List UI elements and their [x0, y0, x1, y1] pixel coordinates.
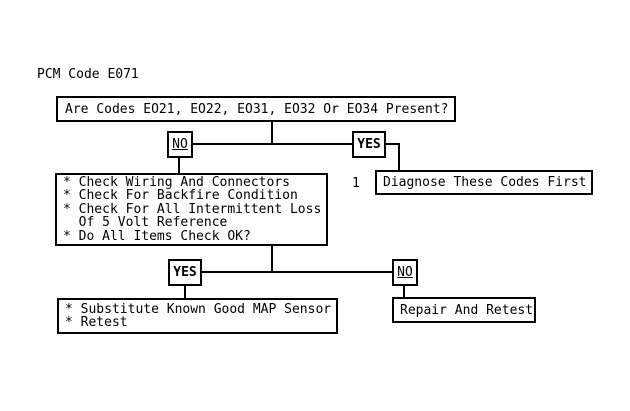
repair-box: Repair And Retest [392, 297, 536, 323]
connector-yes-stub [386, 143, 400, 145]
diagnose-ref-number: 1 [352, 176, 360, 191]
decision-no-top-label: NO [172, 137, 188, 152]
substitute-line: * Substitute Known Good MAP Sensor [65, 301, 332, 317]
decision-no-bottom-label: NO [397, 265, 413, 280]
checklist-line: * Check For All Intermittent Loss [63, 201, 322, 217]
checklist-box: * Check Wiring And Connectors * Check Fo… [55, 173, 328, 246]
checklist-line: * Do All Items Check OK? [63, 228, 251, 244]
diagnose-box: Diagnose These Codes First [375, 170, 593, 195]
connector-no-drop [178, 158, 180, 173]
connector-checklist-drop [271, 246, 273, 272]
repair-box-text: Repair And Retest [400, 302, 534, 318]
connector-yes-bottom-drop [184, 286, 186, 298]
decision-yes-bottom-label: YES [173, 265, 197, 280]
decision-no-top: NO [167, 131, 193, 158]
decision-yes-bottom: YES [168, 259, 202, 286]
question-box-text: Are Codes EO21, EO22, EO31, EO32 Or EO34… [65, 101, 449, 117]
checklist-line: * Check Wiring And Connectors [63, 174, 290, 190]
connector-question-drop [271, 122, 273, 144]
decision-yes-top-label: YES [357, 137, 381, 152]
connector-top-horizontal [193, 143, 352, 145]
checklist-line: Of 5 Volt Reference [63, 215, 228, 231]
substitute-box: * Substitute Known Good MAP Sensor * Ret… [57, 298, 338, 334]
connector-yes-drop [398, 143, 400, 171]
decision-yes-top: YES [352, 131, 386, 158]
checklist-line: * Check For Backfire Condition [63, 188, 298, 204]
decision-no-bottom: NO [392, 259, 418, 286]
question-box: Are Codes EO21, EO22, EO31, EO32 Or EO34… [56, 96, 456, 122]
connector-bottom-horizontal [202, 271, 392, 273]
connector-no-bottom-drop [403, 286, 405, 297]
substitute-line: * Retest [65, 315, 128, 330]
page-title: PCM Code E071 [37, 67, 139, 82]
diagnose-box-text: Diagnose These Codes First [383, 175, 587, 190]
